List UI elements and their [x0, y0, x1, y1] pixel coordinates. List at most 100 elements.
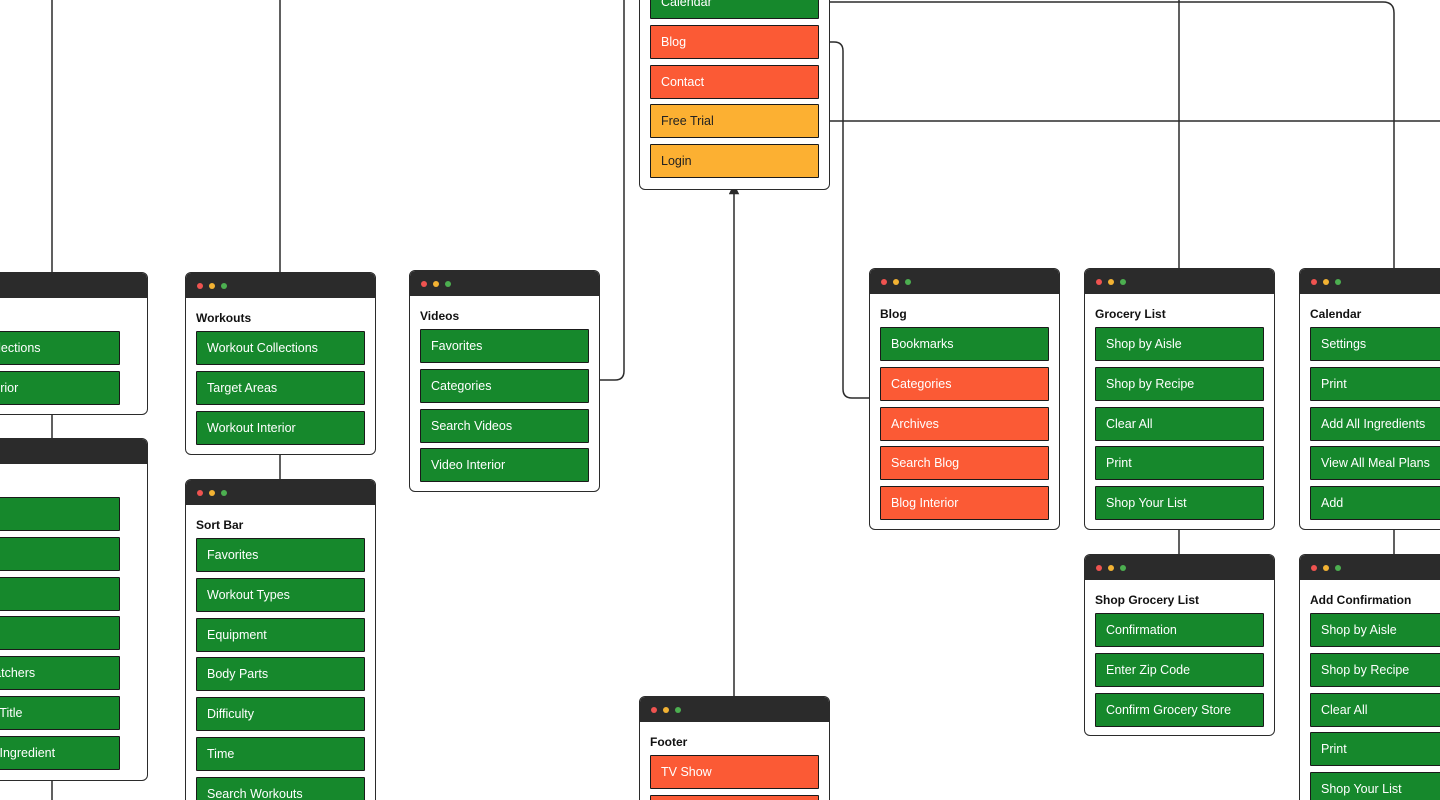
card-title: Shop Grocery List — [1095, 593, 1200, 607]
minimize-dot-icon — [209, 490, 215, 496]
sitemap-node-cialty[interactable]: cialty — [0, 616, 120, 651]
sitemap-node-print[interactable]: Print — [1310, 732, 1440, 767]
card-title: Calendar — [1310, 307, 1362, 321]
sitemap-node-blog[interactable]: Blog — [650, 24, 819, 59]
sitemap-node-ary[interactable]: ary — [0, 576, 120, 611]
window-titlebar — [1085, 555, 1274, 580]
sitemap-node-rch-by-title[interactable]: rch by Title — [0, 696, 120, 730]
window-titlebar — [0, 273, 147, 298]
card-title: Footer — [650, 735, 688, 749]
sitemap-node-enter-zip-code[interactable]: Enter Zip Code — [1095, 652, 1264, 687]
sitemap-node-bookmarks[interactable]: Bookmarks — [880, 327, 1049, 361]
sitemap-node-contact[interactable]: Contact — [650, 64, 819, 99]
sitemap-node-blank[interactable] — [650, 794, 819, 800]
sitemap-node-workout-interior[interactable]: Workout Interior — [196, 410, 365, 445]
sitemap-node-d-type[interactable]: d Type — [0, 536, 120, 571]
window-titlebar — [186, 480, 375, 505]
minimize-dot-icon — [1323, 279, 1329, 285]
window-titlebar — [186, 273, 375, 298]
sitemap-node-add[interactable]: Add — [1310, 486, 1440, 521]
sitemap-node-difficulty[interactable]: Difficulty — [196, 697, 365, 732]
card-title: Grocery List — [1095, 307, 1166, 321]
card-footer: Footer TV Show — [639, 696, 830, 800]
maximize-dot-icon — [1120, 565, 1126, 571]
maximize-dot-icon — [445, 281, 451, 287]
sitemap-node-tv-show[interactable]: TV Show — [650, 755, 819, 789]
sitemap-node-view-all-meal-plans[interactable]: View All Meal Plans — [1310, 446, 1440, 481]
sitemap-node-pe-collections[interactable]: pe Collections — [0, 331, 120, 365]
window-titlebar — [0, 439, 147, 464]
sitemap-node-clear-all[interactable]: Clear All — [1310, 692, 1440, 727]
window-titlebar — [1300, 269, 1440, 294]
card-title: Add Confirmation — [1310, 593, 1412, 607]
sitemap-node-rch-by-ingredient[interactable]: rch by Ingredient — [0, 735, 120, 770]
sitemap-node-pe-interior[interactable]: pe Interior — [0, 370, 120, 405]
sitemap-node-workout-collections[interactable]: Workout Collections — [196, 331, 365, 365]
card-title: Videos — [420, 309, 460, 323]
close-dot-icon — [881, 279, 887, 285]
sitemap-node-print[interactable]: Print — [1095, 446, 1264, 481]
sitemap-node-search-workouts[interactable]: Search Workouts — [196, 776, 365, 800]
window-titlebar — [410, 271, 599, 296]
sitemap-node-equipment[interactable]: Equipment — [196, 617, 365, 652]
connector-blog-to-blog-card — [818, 41, 869, 399]
sitemap-node-categories[interactable]: Categories — [880, 366, 1049, 401]
window-titlebar — [870, 269, 1059, 294]
sitemap-node-blog-interior[interactable]: Blog Interior — [880, 486, 1049, 521]
sitemap-node-favorites[interactable]: Favorites — [420, 329, 589, 363]
close-dot-icon — [421, 281, 427, 287]
sitemap-node-print[interactable]: Print — [1310, 366, 1440, 401]
connector-videos-to-nav — [599, 0, 625, 381]
card-recipes: espe Collectionspe Interior — [0, 272, 148, 415]
sitemap-node-target-areas[interactable]: Target Areas — [196, 370, 365, 405]
sitemap-node-shop-by-recipe[interactable]: Shop by Recipe — [1310, 652, 1440, 687]
sitemap-node-confirmation[interactable]: Confirmation — [1095, 613, 1264, 647]
maximize-dot-icon — [1120, 279, 1126, 285]
sitemap-node-shop-your-list[interactable]: Shop Your List — [1095, 486, 1264, 521]
sitemap-node-body-parts[interactable]: Body Parts — [196, 657, 365, 692]
card-title: Sort Bar — [196, 518, 244, 532]
maximize-dot-icon — [1335, 279, 1341, 285]
sitemap-node-shop-by-recipe[interactable]: Shop by Recipe — [1095, 366, 1264, 401]
sitemap-node-categories[interactable]: Categories — [420, 368, 589, 403]
minimize-dot-icon — [1323, 565, 1329, 571]
close-dot-icon — [197, 490, 203, 496]
maximize-dot-icon — [1335, 565, 1341, 571]
sitemap-node-clear-all[interactable]: Clear All — [1095, 406, 1264, 441]
sitemap-node-shop-your-list[interactable]: Shop Your List — [1310, 772, 1440, 800]
sitemap-node-orites[interactable]: orites — [0, 497, 120, 531]
sitemap-node-free-trial[interactable]: Free Trial — [650, 104, 819, 139]
sitemap-node-search-blog[interactable]: Search Blog — [880, 446, 1049, 481]
window-titlebar — [1300, 555, 1440, 580]
sitemap-node-video-interior[interactable]: Video Interior — [420, 448, 589, 483]
sitemap-node-workout-types[interactable]: Workout Types — [196, 577, 365, 612]
sitemap-node-shop-by-aisle[interactable]: Shop by Aisle — [1310, 613, 1440, 647]
sitemap-node-shop-by-aisle[interactable]: Shop by Aisle — [1095, 327, 1264, 361]
sitemap-node-favorites[interactable]: Favorites — [196, 538, 365, 572]
sitemap-node-login[interactable]: Login — [650, 144, 819, 179]
card-recipe-sort-bar: aroritesd Typearycialtyght Watchersrch b… — [0, 438, 148, 781]
minimize-dot-icon — [1108, 565, 1114, 571]
sitemap-node-confirm-grocery-store[interactable]: Confirm Grocery Store — [1095, 692, 1264, 727]
maximize-dot-icon — [221, 283, 227, 289]
sitemap-node-add-all-ingredients[interactable]: Add All Ingredients — [1310, 406, 1440, 441]
sitemap-node-search-videos[interactable]: Search Videos — [420, 408, 589, 443]
minimize-dot-icon — [893, 279, 899, 285]
close-dot-icon — [197, 283, 203, 289]
card-title: Blog — [880, 307, 907, 321]
minimize-dot-icon — [209, 283, 215, 289]
sitemap-node-archives[interactable]: Archives — [880, 406, 1049, 441]
sitemap-node-time[interactable]: Time — [196, 737, 365, 771]
sitemap-node-calendar[interactable]: Calendar — [650, 0, 819, 19]
minimize-dot-icon — [1108, 279, 1114, 285]
sitemap-node-ght-watchers[interactable]: ght Watchers — [0, 656, 120, 691]
sitemap-node-settings[interactable]: Settings — [1310, 327, 1440, 361]
